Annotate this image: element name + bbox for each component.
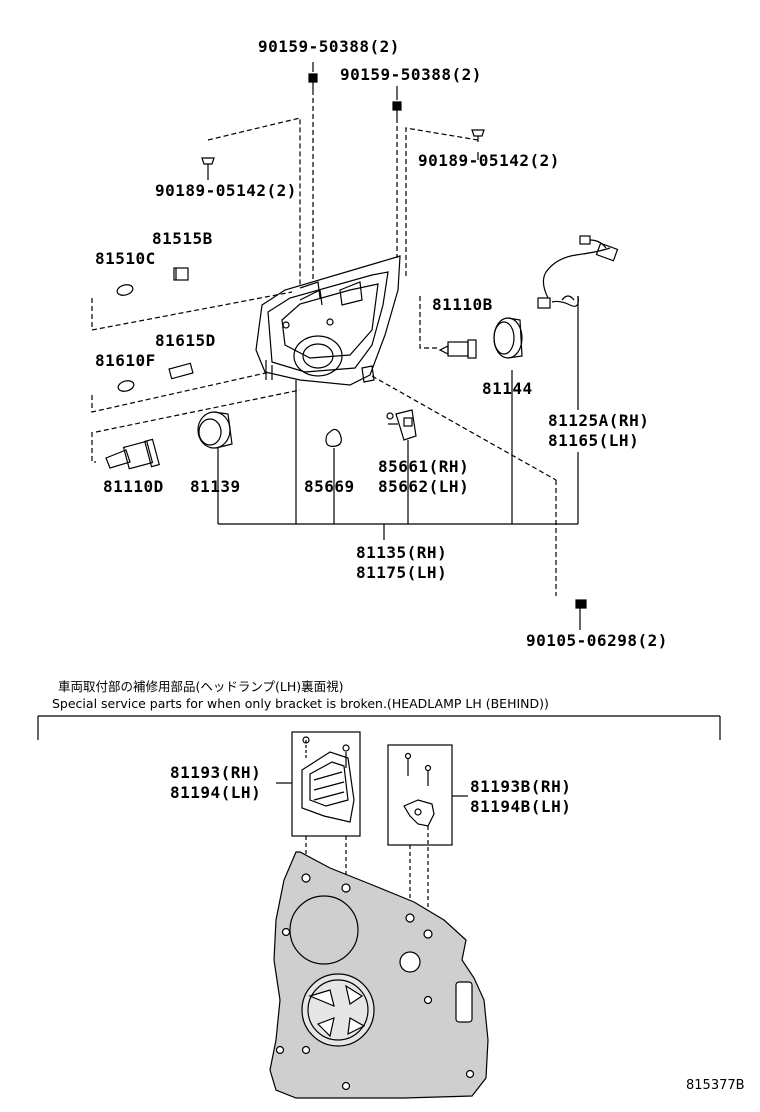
- part-label-81110b: 81110B: [432, 295, 493, 314]
- socket-icon: [168, 362, 194, 380]
- wedge-bulb-icon: [117, 380, 135, 392]
- gasket-icon: [325, 428, 342, 447]
- bracket-a-icon: [301, 736, 355, 823]
- headlamp-back-view: [269, 851, 489, 1099]
- bracket-b-icon: [403, 752, 435, 827]
- part-label-81175-lh: 81175(LH): [356, 563, 448, 582]
- part-label-81139: 81139: [190, 477, 241, 496]
- part-label-81125a-rh: 81125A(RH): [548, 411, 650, 430]
- part-label-bolt-upper-right: 90159-50388(2): [340, 65, 482, 84]
- part-label-85661-rh: 85661(RH): [378, 457, 470, 476]
- part-label-bolt-upper-left: 90159-50388(2): [258, 37, 400, 56]
- part-label-81193-rh: 81193(RH): [170, 763, 262, 782]
- part-label-81515b: 81515B: [152, 229, 213, 248]
- part-label-81165-lh: 81165(LH): [548, 431, 640, 450]
- bulb-cover-icon: [493, 317, 523, 359]
- wire-harness-icon: [537, 235, 619, 309]
- part-label-81615d: 81615D: [155, 331, 216, 350]
- socket-icon: [173, 267, 189, 281]
- screw-icon: [575, 599, 587, 618]
- part-label-81110d: 81110D: [103, 477, 164, 496]
- part-label-81193b-rh: 81193B(RH): [470, 777, 572, 796]
- part-label-85669: 85669: [304, 477, 355, 496]
- part-label-81194b-lh: 81194B(LH): [470, 797, 572, 816]
- service-parts-frame: [37, 715, 721, 740]
- note-english: Special service parts for when only brac…: [52, 696, 549, 711]
- figure-id: 815377B: [686, 1078, 745, 1093]
- part-label-85662-lh: 85662(LH): [378, 477, 470, 496]
- dashed-leaders: [91, 90, 557, 596]
- part-label-81194-lh: 81194(LH): [170, 783, 262, 802]
- hb-bulb-icon: [438, 339, 477, 359]
- bracket-a-box: [291, 731, 361, 837]
- part-label-screw-bottom: 90105-06298(2): [526, 631, 668, 650]
- leveling-actuator-icon: [386, 409, 417, 441]
- part-label-81510c: 81510C: [95, 249, 156, 268]
- note-japanese: 車両取付部の補修用部品(ヘッドランプ(LH)裏面視): [58, 679, 344, 694]
- wedge-bulb-icon: [116, 284, 134, 296]
- bracket-b-box: [387, 744, 453, 846]
- bolt-icon: [308, 73, 402, 118]
- solid-leaders: [207, 62, 581, 630]
- part-label-81144: 81144: [482, 379, 533, 398]
- part-label-81135-rh: 81135(RH): [356, 543, 448, 562]
- bulb-cover-icon: [197, 411, 233, 449]
- part-label-clip-right: 90189-05142(2): [418, 151, 560, 170]
- hb-bulb-icon: [105, 438, 160, 470]
- part-label-81610f: 81610F: [95, 351, 156, 370]
- headlamp-assembly: [255, 255, 401, 386]
- part-label-clip-left: 90189-05142(2): [155, 181, 297, 200]
- clip-icon: [201, 129, 485, 168]
